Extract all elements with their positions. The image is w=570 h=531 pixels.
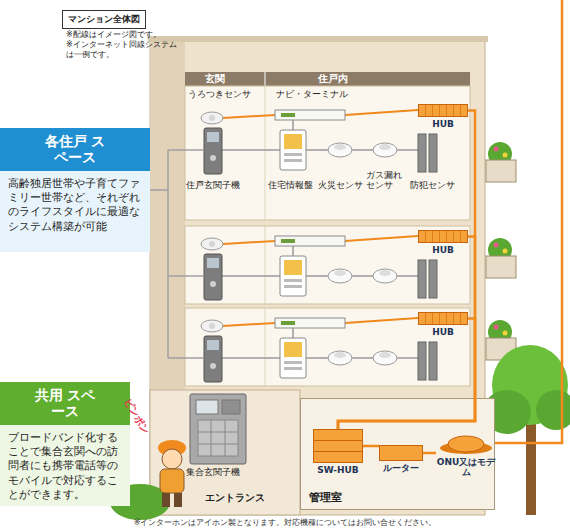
header-divider — [265, 72, 266, 86]
panel-heading-band: 各住戸 スペース — [0, 128, 150, 171]
visitor-face — [162, 449, 182, 469]
room-label: 管理室 — [309, 490, 342, 505]
leader-line — [168, 357, 204, 359]
diagram-title: マンション全体図 — [62, 10, 146, 29]
part-label: 住宅情報盤 — [268, 180, 313, 190]
unit-floor — [201, 318, 437, 382]
keypad-grid — [198, 444, 238, 445]
internet-line — [494, 0, 562, 443]
lobby-display — [196, 400, 218, 414]
keypad-grid — [225, 420, 226, 456]
device-label: SW-HUB — [313, 465, 363, 475]
hub-box: HUB — [418, 312, 468, 337]
device-label: ルーター — [379, 463, 423, 473]
modem-box: ONU又はモデム — [436, 433, 496, 478]
modem-dome — [448, 436, 484, 452]
leader-line — [168, 149, 204, 151]
roof-cornice — [148, 36, 488, 42]
floor-interior — [185, 226, 470, 304]
hub-device — [418, 104, 468, 117]
caption: ※インターホンはアイホン製となります。対応機種についてはお問い合せください。 — [0, 517, 570, 528]
room-box: 管理室 SW-HUB ルーター ONU又はモデム — [300, 398, 495, 510]
device-label: HUB — [418, 245, 468, 255]
part-label: 集合玄関子機 — [186, 467, 240, 478]
hub-device — [418, 312, 468, 325]
part-label: ナビ・ターミナル — [276, 89, 348, 99]
part-label: 住戸内 — [318, 73, 348, 85]
hub-device — [418, 230, 468, 243]
panel-body: 高齢独居世帯や子育てファミリー世帯など、それぞれのライフスタイルに最適なシステム… — [0, 171, 150, 238]
unit-floor — [201, 110, 437, 174]
visitor-leg — [174, 493, 182, 507]
network-cable — [338, 111, 475, 430]
panel-heading: 各住戸 スペース — [43, 133, 107, 165]
floor-interior — [185, 308, 470, 386]
tree-trunk — [526, 420, 536, 515]
hub-box: HUB — [418, 104, 468, 129]
device-label: ONU又はモデム — [436, 457, 496, 478]
switch-box: SW-HUB — [313, 429, 363, 475]
part-label: エントランス — [205, 492, 265, 504]
router-device — [379, 445, 423, 461]
leader-line — [167, 150, 169, 358]
room-divider — [265, 308, 266, 386]
keypad-grid — [211, 420, 212, 456]
balcony — [486, 238, 516, 278]
callout-panel: 共用 スペースブロードバンド化することで集合玄関への訪問者にも携帯電話等のモバイ… — [0, 382, 130, 506]
visitor-body — [160, 469, 184, 493]
leader-line — [150, 189, 168, 191]
device-label: HUB — [418, 119, 468, 129]
keypad-grid — [198, 432, 238, 433]
lobby-keypad — [198, 420, 238, 456]
visitor-leg — [162, 493, 170, 507]
floor-interior — [185, 86, 470, 220]
callout-panel: 各住戸 スペース高齢独居世帯や子育てファミリー世帯など、それぞれのライフスタイル… — [0, 128, 150, 252]
panel-heading-band: 共用 スペース — [0, 382, 130, 425]
entrance-area — [150, 390, 300, 515]
modem-device — [436, 433, 496, 455]
part-label: 玄関 — [205, 73, 225, 85]
hub-box: HUB — [418, 230, 468, 255]
router-box: ルーター — [379, 439, 423, 473]
panel-body: ブロードバンド化することで集合玄関への訪問者にも携帯電話等のモバイルで対応するこ… — [0, 425, 130, 506]
lobby-camera — [222, 400, 240, 414]
lobby-intercom — [190, 394, 246, 464]
part-label: うろつきセンサ — [188, 89, 251, 99]
part-label: 火災センサ — [318, 180, 363, 190]
room-divider — [265, 226, 266, 304]
modem-shape — [436, 433, 496, 455]
switch-device — [313, 429, 363, 463]
room-divider — [265, 86, 266, 220]
tree-foliage — [536, 390, 570, 430]
header-band — [185, 72, 470, 86]
building-side — [150, 40, 185, 390]
device-label: HUB — [418, 327, 468, 337]
leader-line — [168, 275, 204, 277]
unit-floor — [201, 236, 437, 300]
part-label: ※配線はイメージ図です。 — [66, 30, 161, 40]
part-label: 防犯センサ — [410, 180, 455, 190]
panel-heading: 共用 スペース — [33, 387, 97, 419]
balcony — [486, 142, 516, 182]
part-label: ※インターネット回線システムは一例です。 — [66, 40, 184, 59]
part-label: ガス漏れセンサ — [366, 170, 406, 190]
part-label: 住戸玄関子機 — [186, 180, 240, 190]
